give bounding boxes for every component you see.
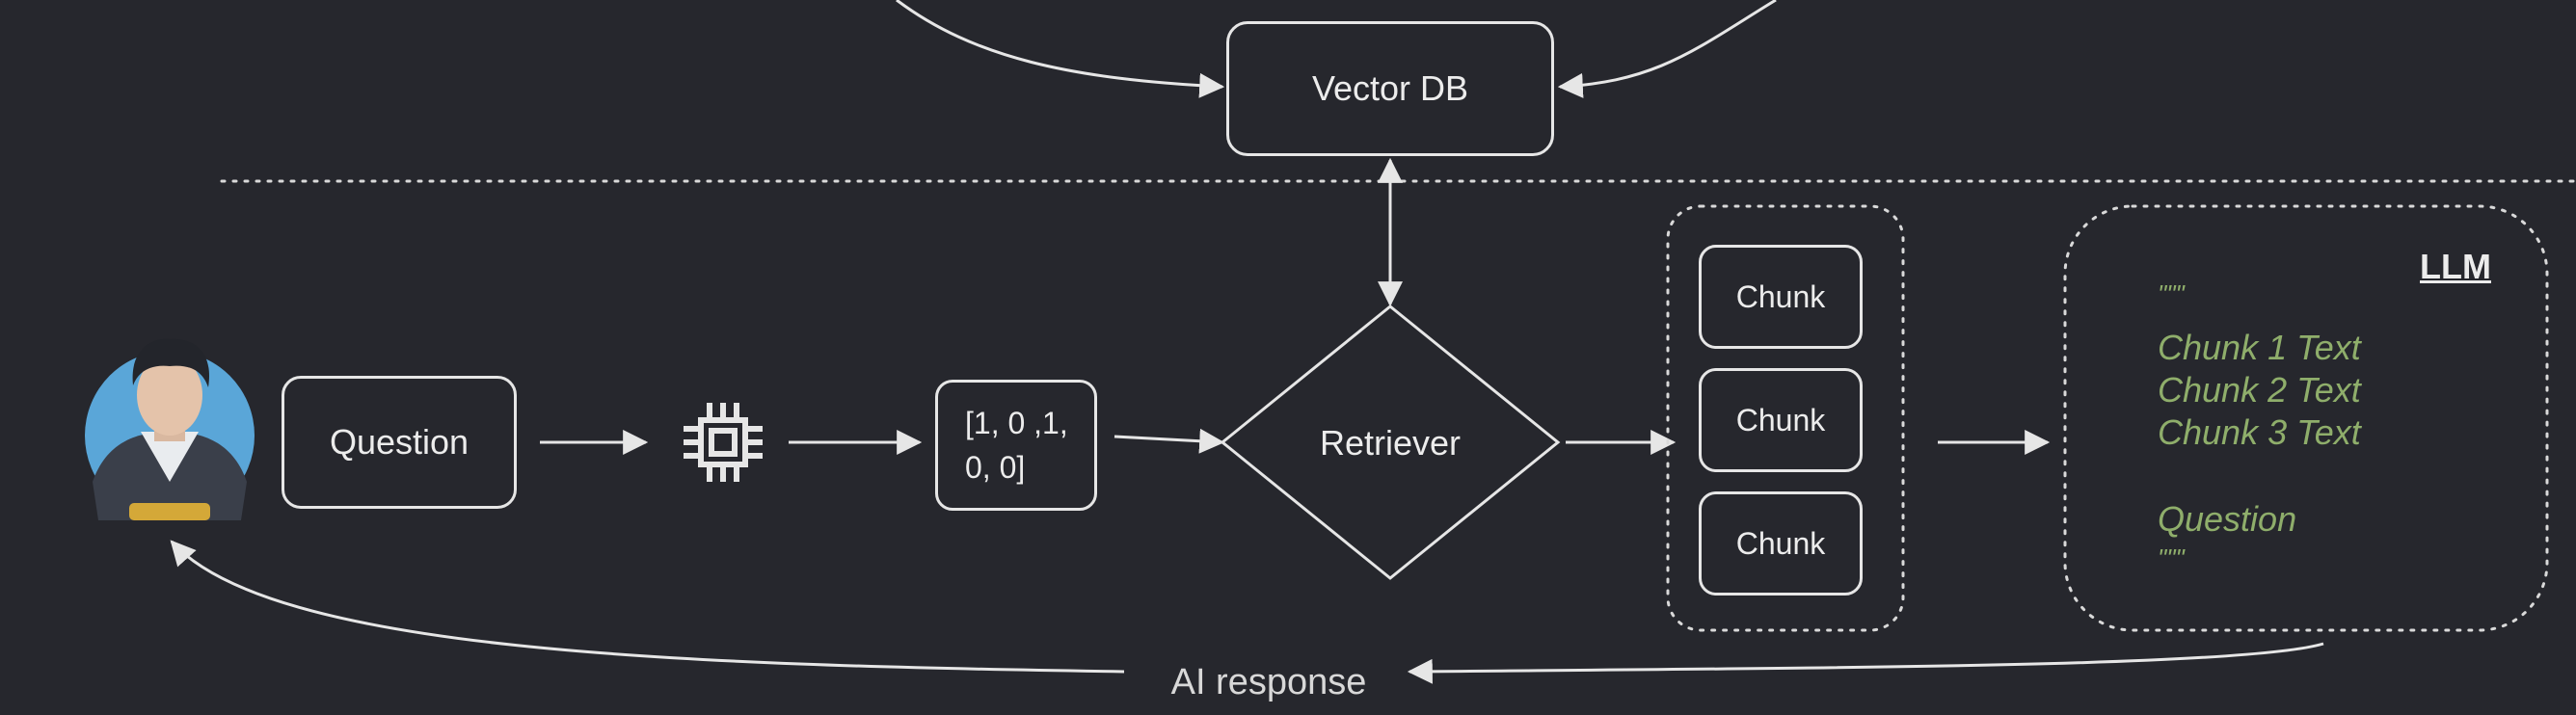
prompt-line: """: [2158, 279, 2185, 308]
retriever-node: Retriever: [1244, 414, 1537, 472]
prompt-line: Question: [2158, 499, 2297, 539]
chunk-label: Chunk: [1735, 278, 1826, 314]
embedding-vector-node: [1, 0 ,1, 0, 0]: [935, 380, 1097, 511]
chunk-node: Chunk: [1699, 245, 1863, 349]
chip-icon: [684, 403, 763, 482]
embedding-vector-label: [1, 0 ,1, 0, 0]: [965, 406, 1068, 485]
prompt-line: Chunk 2 Text: [2158, 370, 2361, 410]
vector-to-retriever-arrow: [1114, 428, 1225, 454]
retriever-shape: [1220, 305, 1561, 580]
question-node: Question: [282, 376, 517, 509]
chunk-label: Chunk: [1735, 402, 1826, 437]
chunk-node: Chunk: [1699, 368, 1863, 472]
retriever-label: Retriever: [1319, 423, 1462, 463]
prompt-line: """: [2158, 543, 2185, 572]
response-to-user-arrow: [170, 540, 1125, 674]
prompt-line: Chunk 1 Text: [2158, 328, 2361, 367]
chunk-node: Chunk: [1699, 491, 1863, 596]
prompt-line: Chunk 3 Text: [2158, 412, 2361, 452]
llm-title: LLM: [2420, 247, 2491, 286]
ingest-arrow-left: [896, 0, 1225, 98]
ai-response-label: AI response: [1170, 661, 1367, 702]
vector-db-node: Vector DB: [1226, 21, 1554, 156]
chunks-group-border: [1666, 204, 1905, 632]
vector-db-label: Vector DB: [1311, 68, 1469, 108]
chunk-label: Chunk: [1735, 525, 1826, 561]
question-label: Question: [329, 422, 470, 462]
user-avatar-icon: [85, 338, 255, 520]
ingest-arrow-right: [1557, 0, 1777, 98]
llm-group-border: [2063, 204, 2549, 632]
llm-to-response-arrow: [1407, 642, 2324, 684]
